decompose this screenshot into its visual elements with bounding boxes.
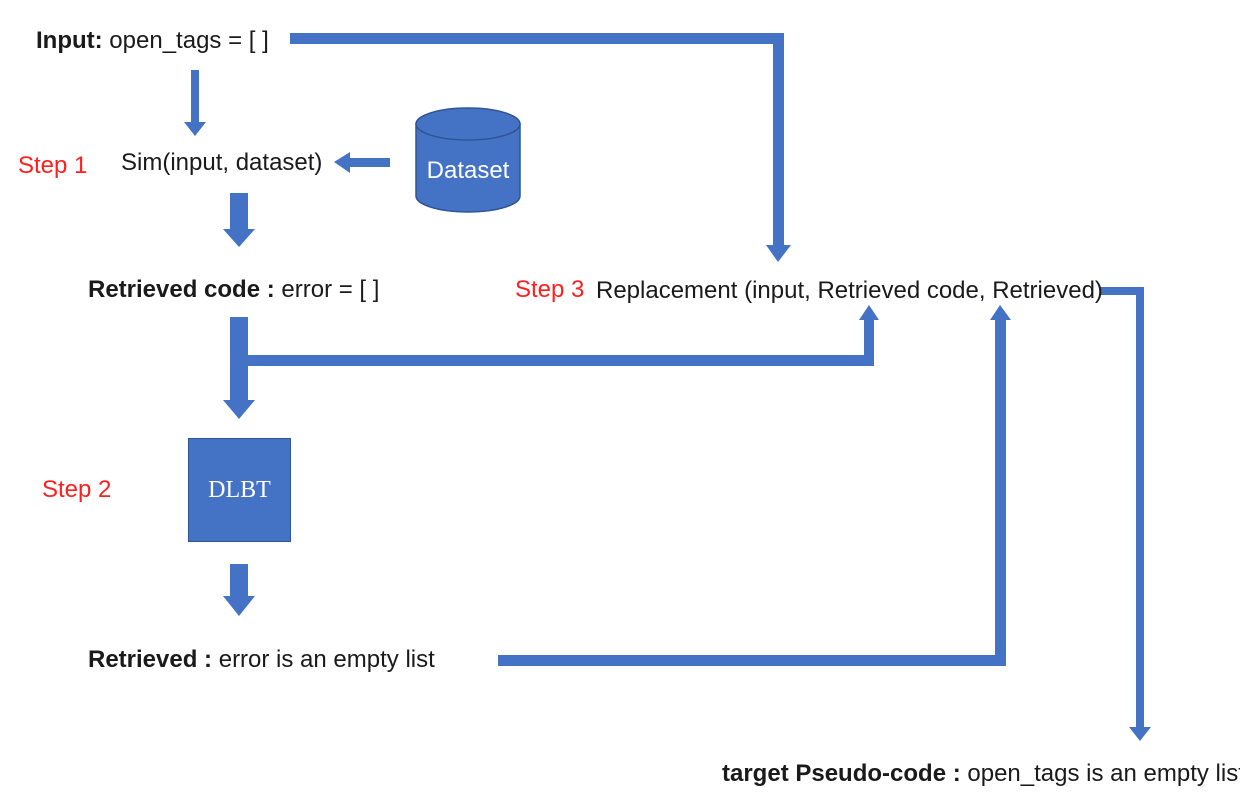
target-bold: target Pseudo-code : [722,760,961,787]
retrieved-code-text: error = [ ] [274,276,380,303]
arrow-replacement-to-target [1100,287,1151,741]
arrow-sim-to-retrieved-code [223,193,255,247]
retrieved-bold: Retrieved : [88,646,213,673]
input-label-text: open_tags = [ ] [102,27,269,54]
arrow-retrieved-code-to-dlbt [223,317,255,419]
dataset-label: Dataset [426,157,510,184]
replacement-expression: Replacement (input, Retrieved code, Retr… [596,277,1103,304]
retrieved-text: error is an empty list [212,646,435,673]
sim-expression: Sim(input, dataset) [121,149,323,176]
input-label: Input: open_tags = [ ] [36,27,269,55]
arrow-input-to-replacement [290,33,791,262]
dataset-cylinder-icon [415,107,521,213]
target-text: open_tags is an empty list [960,760,1240,787]
retrieved-code-label: Retrieved code : error = [ ] [88,276,379,304]
retrieved-code-bold: Retrieved code : [88,276,275,303]
step-1-label: Step 1 [18,152,88,179]
step-2-label: Step 2 [42,476,112,503]
arrow-dlbt-to-retrieved [223,564,255,616]
arrow-dataset-to-sim [334,152,390,173]
target-pseudocode-label: target Pseudo-code : open_tags is an emp… [722,760,1240,788]
arrow-retrieved-code-to-replacement [248,305,879,366]
dlbt-label: DLBT [208,476,271,503]
dlbt-box: DLBT [188,438,291,542]
arrow-input-to-sim [184,70,206,136]
arrow-retrieved-to-replacement [498,305,1011,666]
step-3-label: Step 3 [515,276,585,303]
input-label-bold: Input: [36,27,103,54]
retrieved-label: Retrieved : error is an empty list [88,646,435,674]
